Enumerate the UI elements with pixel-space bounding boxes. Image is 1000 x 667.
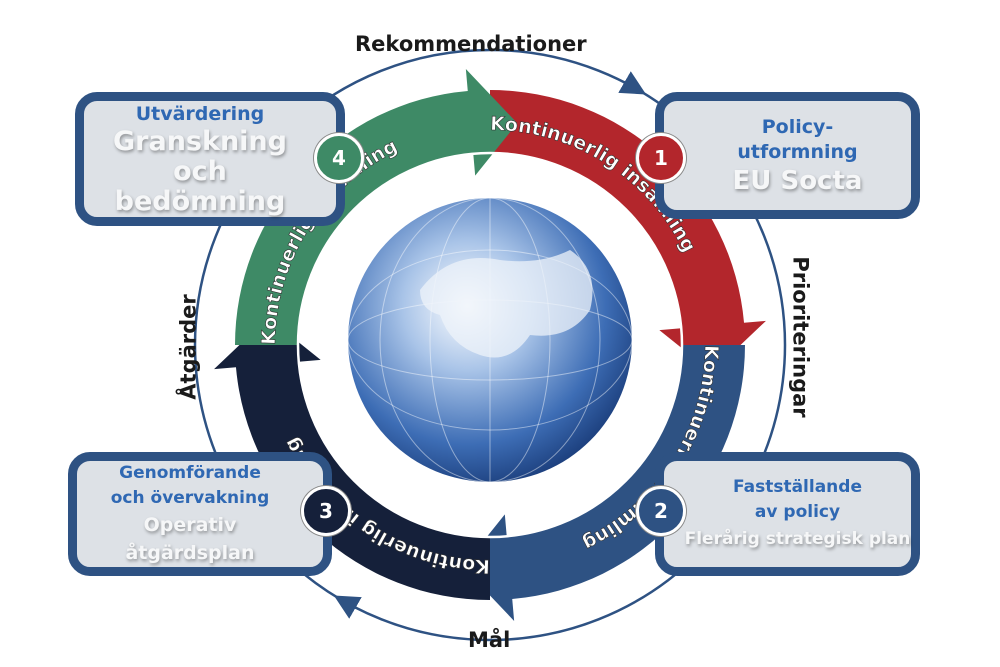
cycle-arrow-4 — [235, 69, 518, 345]
label-prioriteringar: Prioriteringar — [788, 256, 813, 418]
label-atgarder: Åtgärder — [176, 294, 201, 400]
step-number-2: 2 — [636, 486, 686, 536]
step-number-3: 3 — [301, 486, 351, 536]
step-subtitle: Granskning och bedömning — [113, 125, 287, 217]
step-3-box: Genomförande och övervakning Operativ åt… — [68, 452, 332, 576]
step-subtitle: Operativ åtgärdsplan — [125, 514, 255, 564]
step-1-box: Policy- utformning EU Socta — [655, 92, 920, 219]
cycle-arrow-1 — [490, 90, 766, 373]
step-title: Genomförande och övervakning — [110, 463, 270, 508]
step-2-box: Fastställande av policy Flerårig strateg… — [655, 452, 920, 576]
outer-cycle-arrowhead — [333, 595, 362, 619]
step-subtitle: EU Socta — [732, 165, 863, 196]
inner-ring-line — [296, 151, 684, 539]
label-rekommendationer: Rekommendationer — [355, 32, 587, 56]
cycle-arrow-3 — [214, 317, 490, 600]
step-subtitle: Flerårig strategisk plan — [684, 529, 911, 549]
globe-landmass — [420, 250, 593, 358]
step-title: Policy- utformning — [737, 115, 858, 163]
step-number-1: 1 — [636, 133, 686, 183]
outer-cycle-circle — [193, 48, 787, 642]
outer-cycle-arrowhead — [618, 71, 647, 95]
cycle-arrow-2 — [462, 345, 745, 621]
step-number-4: 4 — [314, 133, 364, 183]
step-4-box: Utvärdering Granskning och bedömning — [75, 92, 345, 226]
step-title: Utvärdering — [135, 102, 265, 125]
label-mal: Mål — [468, 628, 511, 652]
step-title: Fastställande av policy — [733, 477, 862, 522]
